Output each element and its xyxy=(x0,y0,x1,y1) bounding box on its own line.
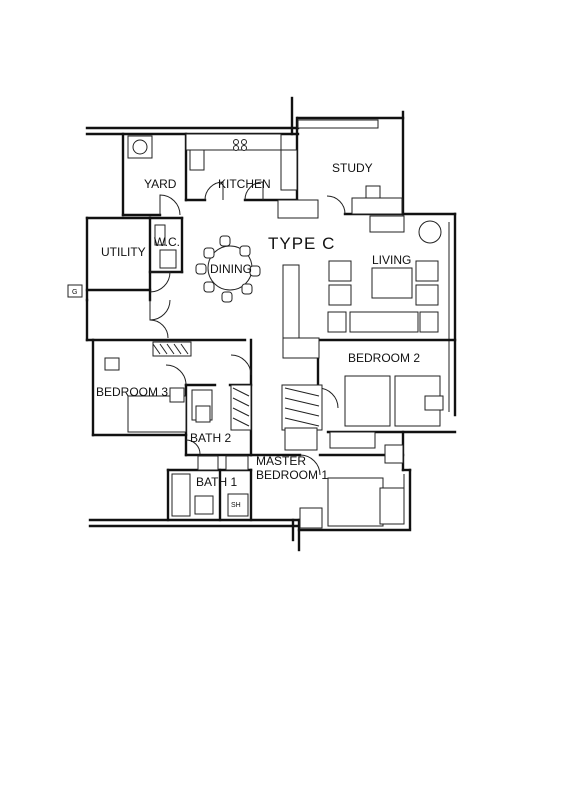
furniture xyxy=(67,119,444,529)
room-label-dining: DINING xyxy=(210,262,252,276)
room-label-master-line2: BEDROOM 1 xyxy=(256,468,328,482)
room-label-living: LIVING xyxy=(372,253,411,267)
room-label-kitchen: KITCHEN xyxy=(218,177,271,191)
room-label-bedroom2: BEDROOM 2 xyxy=(348,351,420,365)
room-label-yard: YARD xyxy=(144,177,177,191)
door-swings xyxy=(149,181,346,476)
room-label-study: STUDY xyxy=(332,161,373,175)
room-label-utility: UTILITY xyxy=(101,245,146,259)
wardrobe-hatching xyxy=(152,343,320,427)
shower-mark: SH xyxy=(231,502,241,509)
gas-mark: G xyxy=(72,289,77,296)
walls xyxy=(85,96,457,552)
type-label: TYPE C xyxy=(268,234,335,253)
room-label-bath1: BATH 1 xyxy=(196,475,237,489)
room-label-master-line1: MASTER xyxy=(256,454,306,468)
room-label-bedroom3: BEDROOM 3 xyxy=(96,385,168,399)
room-label-wc: W.C. xyxy=(154,235,180,249)
room-labels: TYPE C STUDY YARD KITCHEN UTILITY W.C. D… xyxy=(72,161,420,509)
room-label-bath2: BATH 2 xyxy=(190,431,231,445)
